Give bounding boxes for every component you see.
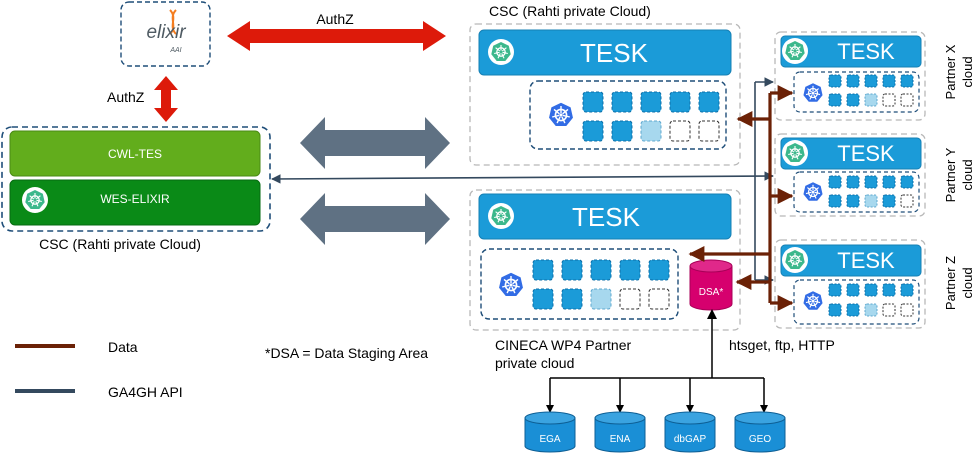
authz-arrow-horizontal — [227, 21, 446, 51]
cwl-tes-box — [9, 130, 261, 177]
dsa-storage: DSA* — [689, 259, 733, 311]
authz-top-label: AuthZ — [316, 11, 354, 27]
tesk-banner-csc — [478, 29, 732, 76]
tesk-kubernetes-icon — [781, 246, 809, 274]
dsa-footnote: *DSA = Data Staging Area — [265, 345, 428, 361]
kubernetes-icon — [802, 81, 824, 104]
partner-x-label: Partner X — [943, 44, 958, 99]
legend: Data GA4GH API — [15, 339, 183, 400]
kubernetes-icon — [497, 271, 525, 298]
kubernetes-icon — [802, 180, 824, 203]
database-ega: EGA — [524, 411, 576, 453]
partner-z-panel: TESK — [774, 239, 926, 329]
database-geo: GEO — [734, 411, 786, 453]
tesk-kubernetes-icon — [487, 202, 515, 230]
database-tree — [549, 312, 765, 410]
csc-top-label: CSC (Rahti private Cloud) — [489, 3, 651, 19]
tesk-label-csc: TESK — [580, 38, 649, 68]
tesk-label-cineca: TESK — [572, 202, 641, 232]
partner-x-panel: TESK — [774, 31, 926, 121]
dsa-input-arrowhead — [707, 309, 717, 319]
partner-y-label: Partner Y — [943, 147, 958, 202]
partner-labels: Partner X cloud Partner Y cloud Partner … — [943, 44, 975, 310]
tesk-kubernetes-icon — [781, 139, 809, 167]
kubernetes-icon — [547, 101, 575, 128]
wes-elixir-label: WES-ELIXIR — [100, 192, 170, 206]
gray-double-arrow-top — [300, 117, 450, 169]
pod-grid-cineca — [532, 259, 670, 310]
tesk-label-partner-y: TESK — [837, 141, 895, 166]
tesk-banner-cineca — [478, 193, 732, 240]
cineca-label-line1: CINECA WP4 Partner — [495, 337, 631, 353]
dsa-label: DSA* — [699, 287, 724, 298]
elixir-aai-logo: elixir AAI — [120, 1, 211, 67]
aai-logo-text: AAI — [169, 47, 181, 54]
wes-elixir-box — [9, 179, 261, 226]
tesk-label-partner-x: TESK — [837, 39, 895, 64]
tesk-label-partner-z: TESK — [837, 248, 895, 273]
csc-main-label: CSC (Rahti private Cloud) — [39, 236, 201, 252]
partner-y-panel: TESK — [774, 133, 926, 217]
partner-y-cloud-label: cloud — [960, 159, 975, 190]
protocols-label: htsget, ftp, HTTP — [729, 337, 835, 353]
tesk-kubernetes-icon — [781, 37, 809, 65]
authz-left-label: AuthZ — [107, 89, 145, 105]
partner-x-cloud-label: cloud — [960, 56, 975, 87]
database-label: ENA — [610, 434, 631, 445]
tesk-kubernetes-icon — [487, 38, 515, 66]
data-connections — [688, 85, 794, 311]
database-ena: ENA — [594, 411, 646, 453]
kubernetes-icon — [21, 186, 49, 214]
gray-double-arrow-bottom — [300, 193, 450, 245]
cwl-tes-label: CWL-TES — [108, 147, 162, 161]
legend-data-label: Data — [108, 339, 138, 355]
pod-grid-csc — [582, 91, 720, 142]
legend-api-label: GA4GH API — [108, 384, 183, 400]
kubernetes-icon — [802, 289, 824, 312]
partner-z-cloud-label: cloud — [960, 267, 975, 298]
database-dbgap: dbGAP — [664, 411, 716, 453]
elixir-logo-text: elixir — [146, 22, 186, 43]
partner-z-label: Partner Z — [943, 256, 958, 310]
database-label: GEO — [749, 434, 771, 445]
database-label: dbGAP — [674, 434, 707, 445]
cineca-label-line2: private cloud — [495, 355, 574, 371]
authz-arrow-vertical — [154, 76, 178, 122]
database-label: EGA — [539, 434, 560, 445]
